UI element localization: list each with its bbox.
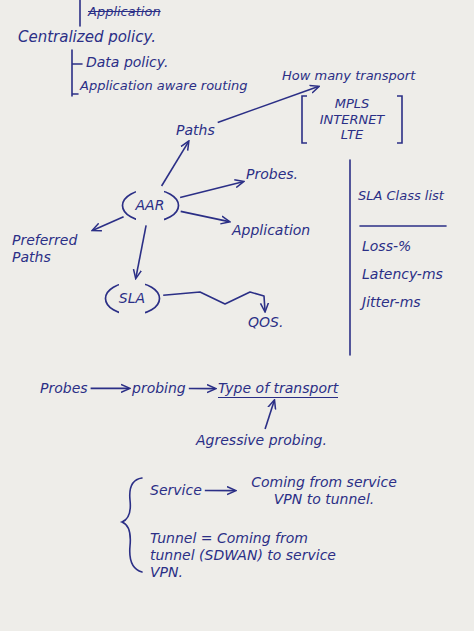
node-text: QOS. [248,314,283,331]
note-label: Loss-% [362,238,411,255]
hub-circle: AAR [121,188,180,223]
margin-stroke [79,0,81,26]
node-text: Paths [176,122,215,139]
sla-circle: SLA [104,281,161,316]
flow-text: probing [132,380,186,397]
connector-arrow [181,211,229,221]
node-text: probing [132,380,186,397]
branch-text: Probes. [246,166,298,183]
branch-text: Paths [176,122,215,139]
node-text: Probes. [246,166,298,183]
note-label: Jitter-ms [362,294,421,311]
branch-text: QOS. [248,314,283,331]
note-label: Application aware routing [80,78,248,94]
connector-arrow [180,182,243,198]
transport-list: MPLS INTERNET LTE [300,94,404,145]
definition-text: Coming from service VPN to tunnel. [238,474,410,508]
branch-text: Preferred Paths [12,232,90,266]
node-text: Preferred Paths [12,232,90,266]
node-text: Service [150,482,202,499]
note-label: Latency-ms [362,266,443,283]
node-text: How many transport [282,68,415,84]
connector-arrow [163,292,265,311]
note-text: How many transport [282,68,415,84]
note-label: Centralized policy. [18,28,156,46]
curly-brace [122,478,142,572]
node-text: Agressive probing. [196,432,327,449]
node-text: Probes [40,380,88,397]
flow-text: Agressive probing. [196,432,327,449]
connector-arrow [189,388,215,390]
connector-arrow [93,217,124,231]
note-label: Application [88,4,161,20]
note-label: Tunnel = Coming from tunnel (SDWAN) to s… [150,530,355,580]
note-label: SLA Class list [358,188,444,204]
node-text: SLA [119,281,145,316]
node-text: Coming from service VPN to tunnel. [238,474,410,508]
note-label: Data policy. [86,54,168,71]
flow-text: Service [150,482,202,499]
connector-arrow [136,225,146,277]
node-text: Type of transport [218,380,338,398]
node-text: Application [232,222,310,239]
flow-text: Type of transport [218,380,338,398]
flow-text: Probes [40,380,88,397]
node-text: AAR [136,188,165,223]
connector-arrow [205,490,235,492]
branch-text: Application [232,222,310,239]
underline-stroke [360,225,446,227]
divider-line [349,160,351,355]
connector-arrow [91,388,129,390]
connector-arrow [265,401,274,429]
node-text: MPLS INTERNET LTE [310,96,394,143]
connector-arrow [162,142,189,186]
